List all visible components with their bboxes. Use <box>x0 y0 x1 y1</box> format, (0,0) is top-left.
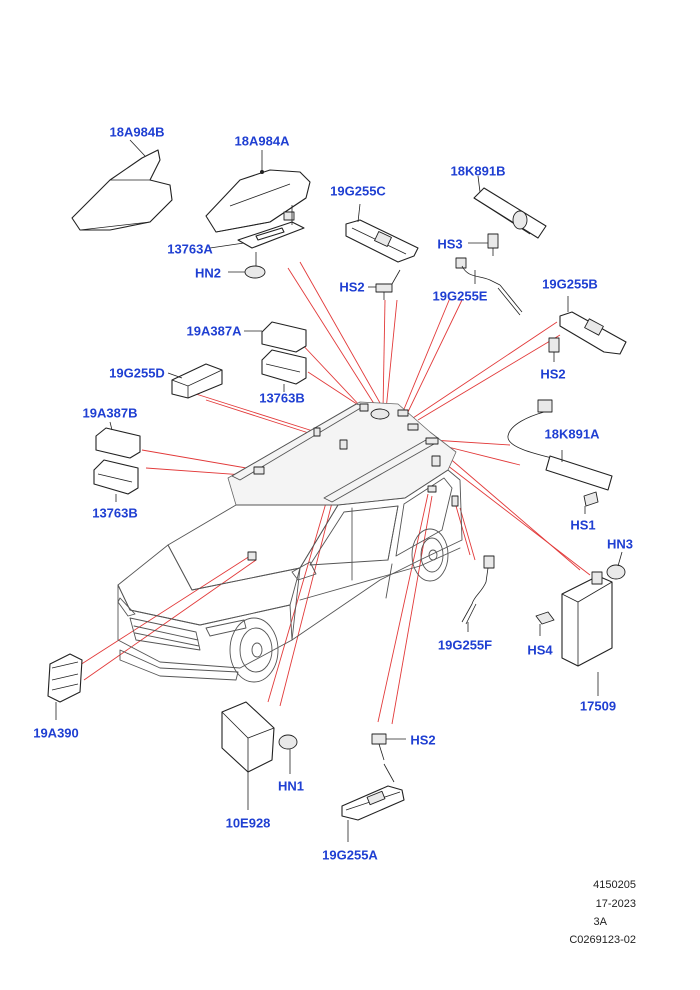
label-18A984B: 18A984B <box>109 124 165 140</box>
footer-reference-number: 4150205 <box>593 879 636 891</box>
part-19A387A-module <box>244 321 307 392</box>
part-19A390-module <box>47 653 83 720</box>
label-HS4: HS4 <box>527 642 553 658</box>
footer-variant: 3A <box>593 916 607 928</box>
label-19A387A: 19A387A <box>186 323 242 339</box>
label-HN2: HN2 <box>194 265 222 281</box>
label-HS1: HS1 <box>570 517 596 533</box>
label-HN3: HN3 <box>606 536 634 552</box>
part-17509-module <box>535 551 626 696</box>
vehicle-illustration <box>117 401 463 683</box>
part-19A387B-module <box>93 421 141 502</box>
label-19G255F: 19G255F <box>437 637 493 653</box>
label-HS2-right: HS2 <box>540 366 566 382</box>
label-19G255B: 19G255B <box>542 276 598 292</box>
part-19G255D-module <box>167 363 223 399</box>
part-19G255C-harness <box>345 203 419 300</box>
label-HN1: HN1 <box>277 778 305 794</box>
label-17509: 17509 <box>579 698 617 714</box>
label-13763B-upper: 13763B <box>259 390 305 406</box>
label-HS3: HS3 <box>437 236 463 252</box>
label-19G255A: 19G255A <box>322 847 378 863</box>
label-13763B-lower: 13763B <box>92 505 138 521</box>
part-19G255B-harness <box>548 296 627 362</box>
label-10E928: 10E928 <box>225 815 271 831</box>
label-19G255E: 19G255E <box>432 288 488 304</box>
footer-illustration-code: C0269123-02 <box>569 934 636 946</box>
label-HS2-lower: HS2 <box>410 732 436 748</box>
label-18K891A: 18K891A <box>544 426 600 442</box>
part-19G255A-harness <box>341 733 406 842</box>
part-19G255E-cable <box>455 257 523 316</box>
label-19G255D: 19G255D <box>109 365 165 381</box>
label-18K891B: 18K891B <box>450 163 506 179</box>
part-10E928-module <box>221 701 298 810</box>
label-18A984A: 18A984A <box>234 133 290 149</box>
label-HS2-upper: HS2 <box>339 279 365 295</box>
roof-module-mark <box>253 466 265 475</box>
label-19G255C: 19G255C <box>330 183 386 199</box>
label-19A390: 19A390 <box>33 725 79 741</box>
label-13763A: 13763A <box>167 241 213 257</box>
label-19A387B: 19A387B <box>82 405 138 421</box>
part-18A984B-shark-fin-antenna <box>71 139 173 231</box>
part-18K891B-module <box>468 175 547 256</box>
footer-date-code: 17-2023 <box>595 898 636 910</box>
part-19G255F-cable <box>461 555 495 632</box>
part-18K891A-cable <box>507 399 613 514</box>
part-18A984A-antenna <box>205 150 311 279</box>
